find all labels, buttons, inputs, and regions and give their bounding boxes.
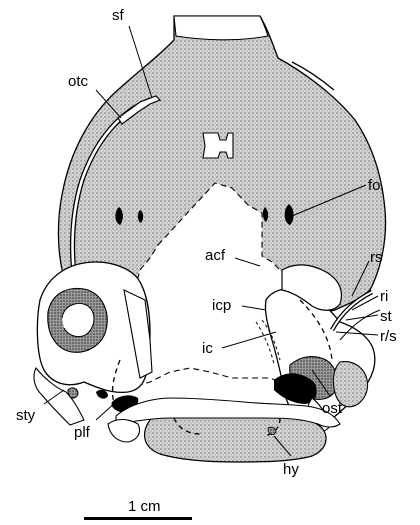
leader-plf xyxy=(96,402,116,420)
label-rs-slash: r/s xyxy=(380,328,397,345)
label-icp: icp xyxy=(212,297,231,314)
hy-foramen xyxy=(268,427,276,434)
scale-bar xyxy=(84,517,192,520)
scale-bar-label: 1 cm xyxy=(128,498,161,515)
label-ost: ost xyxy=(322,400,343,417)
label-fo: fo xyxy=(368,177,381,194)
label-rs: rs xyxy=(370,249,383,266)
label-ic: ic xyxy=(202,340,213,357)
label-otc: otc xyxy=(68,73,89,90)
label-acf: acf xyxy=(205,247,226,264)
label-ri: ri xyxy=(380,288,388,305)
top-ridge xyxy=(174,16,268,40)
label-st: st xyxy=(380,308,393,325)
label-plf: plf xyxy=(74,424,91,441)
sty-foramen xyxy=(68,388,78,398)
label-hy: hy xyxy=(283,461,299,478)
label-sty: sty xyxy=(16,407,36,424)
central-notch xyxy=(203,133,233,158)
label-sf: sf xyxy=(112,7,125,24)
left-lower-lobe xyxy=(108,420,140,443)
